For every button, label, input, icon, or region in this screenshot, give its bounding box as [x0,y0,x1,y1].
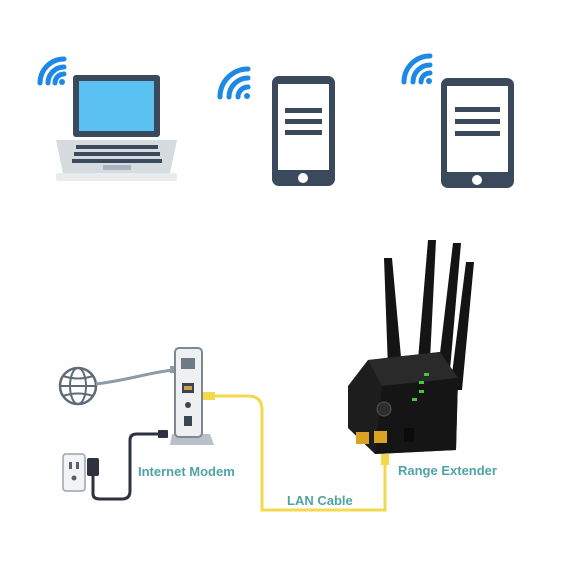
tablet-icon [441,78,514,188]
globe-icon [58,366,98,406]
wifi-icon [217,66,251,100]
lan-cable-label: LAN Cable [287,493,353,508]
wifi-icon [401,53,433,85]
smartphone-icon [272,76,335,186]
lan-connector [381,454,389,465]
power-adapter [87,430,168,501]
extender-label: Range Extender [398,463,497,478]
range-extender-device [348,240,474,454]
internet-cable [95,368,175,386]
lan-connector [203,392,215,400]
modem-device [170,347,214,445]
modem-label: Internet Modem [138,464,235,479]
power-outlet-icon [62,453,86,492]
wifi-icon [37,56,67,86]
laptop-icon [56,75,177,181]
lan-cable [206,394,387,512]
